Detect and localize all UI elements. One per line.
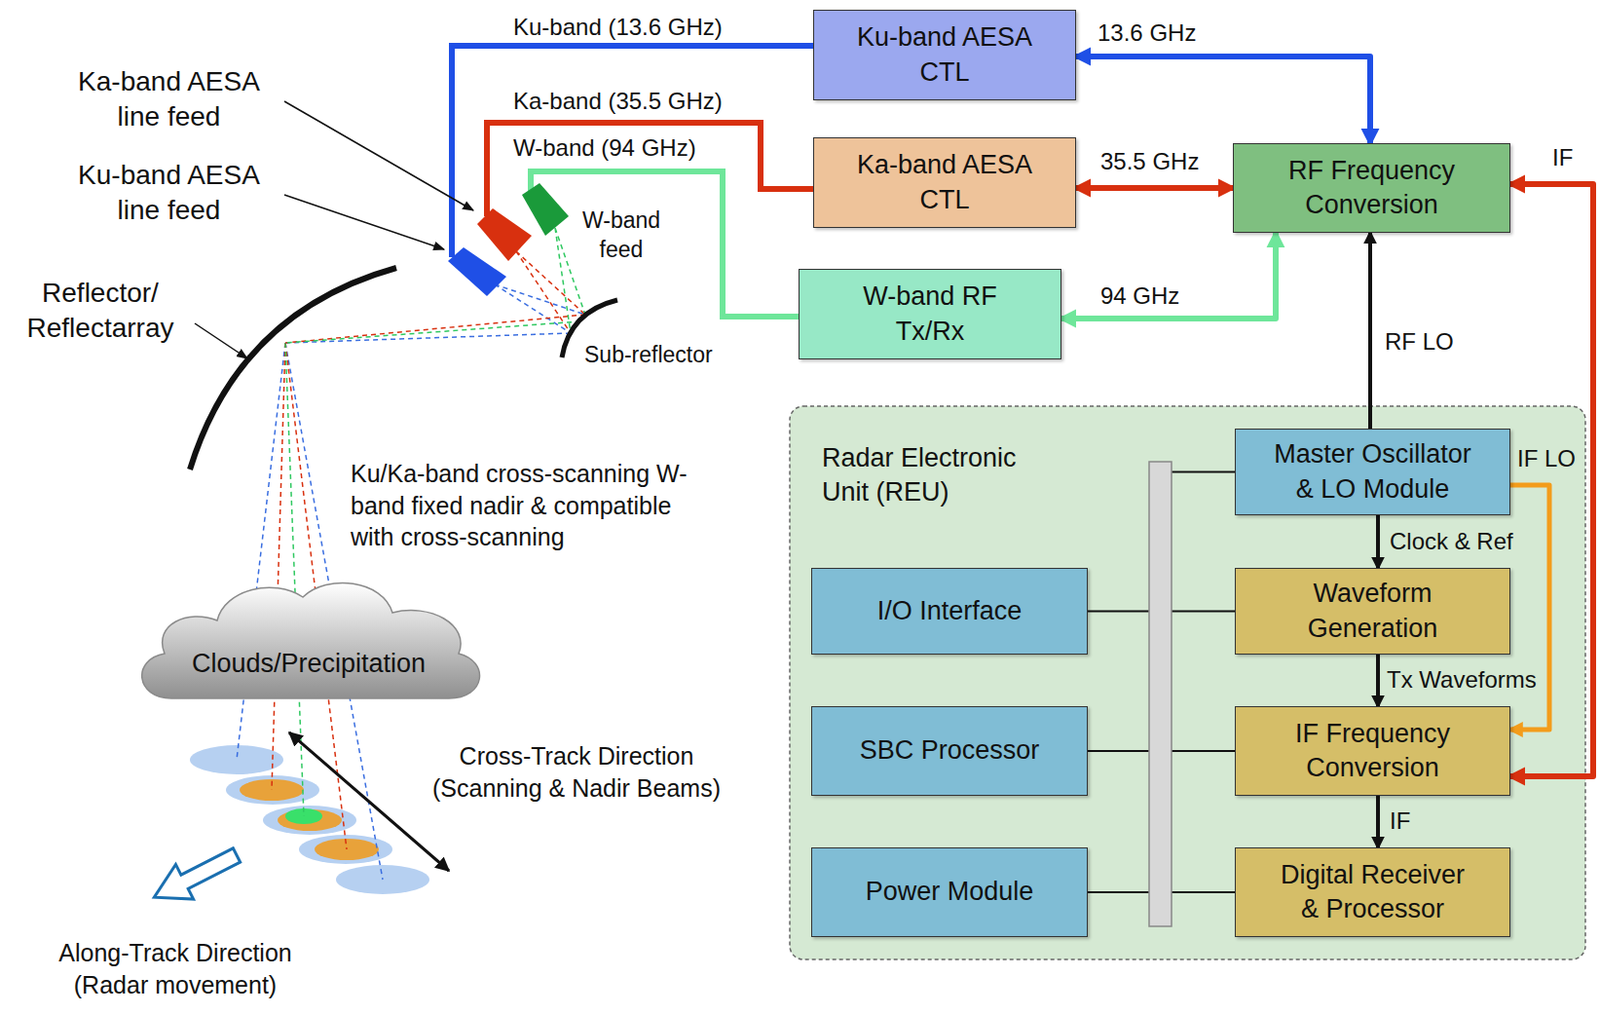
bus-wire	[1087, 891, 1150, 894]
line-label: W-band (94 GHz)	[513, 132, 697, 163]
sub-reflector-label: Sub-reflector	[584, 340, 713, 371]
ka-feed-horn	[477, 208, 532, 261]
signal-label: 94 GHz	[1100, 280, 1180, 311]
w-feed-line	[530, 171, 799, 317]
signal-connector	[1061, 232, 1276, 319]
signal-connector	[1376, 515, 1380, 568]
signal-connector	[1376, 654, 1380, 707]
feed-label: Ka-band AESA line feed	[64, 64, 274, 136]
footprint	[225, 775, 320, 805]
node-text: W-band RF Tx/Rx	[845, 279, 1016, 348]
conversion-box: RF Frequency Conversion	[1232, 143, 1511, 233]
signal-label: 13.6 GHz	[1097, 17, 1196, 48]
signal-label: Tx Waveforms	[1386, 664, 1537, 695]
signal-connector	[1368, 232, 1373, 429]
bus-wire	[1171, 471, 1235, 474]
module-box: I/O Interface	[811, 567, 1088, 655]
signal-label: Clock & Ref	[1389, 525, 1514, 557]
signal-connector	[1076, 56, 1371, 144]
bus-wire	[1171, 610, 1235, 613]
signal-label: 35.5 GHz	[1100, 146, 1199, 177]
node-text: Digital Receiver & Processor	[1271, 857, 1475, 927]
signal-connector	[1076, 185, 1233, 191]
ray	[285, 251, 586, 343]
reflector-label: Reflector/ Reflectarray	[7, 275, 193, 347]
bus-wire	[1087, 610, 1150, 613]
module-box: Waveform Generation	[1234, 567, 1511, 655]
node-text: Ku-band AESA CTL	[847, 20, 1042, 89]
controller-box: Ku-band AESA CTL	[813, 9, 1077, 101]
module-box: Power Module	[811, 847, 1088, 937]
module-box: SBC Processor	[811, 706, 1088, 796]
transceiver-box: W-band RF Tx/Rx	[798, 268, 1062, 360]
signal-label: IF LO	[1517, 443, 1576, 474]
signal-label: IF	[1552, 142, 1573, 173]
leader-line	[284, 194, 445, 250]
signal-connector	[1510, 484, 1550, 730]
line-label: Ku-band (13.6 GHz)	[513, 11, 723, 42]
footprint	[189, 744, 284, 775]
leader-line	[284, 101, 474, 211]
node-text: Power Module	[827, 874, 1072, 909]
cross-track-arrow	[289, 732, 449, 871]
beam	[285, 342, 304, 817]
node-text: Radar Electronic Unit (REU)	[821, 406, 1044, 510]
line-label: Ka-band (35.5 GHz)	[513, 85, 723, 116]
node-text: Waveform Generation	[1275, 576, 1471, 645]
node-text: Master Oscillator & LO Module	[1266, 437, 1480, 506]
scan-note: Ku/Ka-band cross-scanning W-band fixed n…	[350, 457, 721, 554]
module-box: IF Frequency Conversion	[1234, 706, 1511, 796]
footprints	[189, 744, 430, 894]
bus-wire	[1087, 749, 1150, 752]
feed-label: W-band feed	[572, 206, 670, 265]
direction-label: Along-Track Direction (Radar movement)	[34, 936, 317, 1001]
module-box: Master Oscillator & LO Module	[1234, 428, 1511, 516]
ray	[285, 227, 586, 343]
module-box: Digital Receiver & Processor	[1234, 847, 1511, 937]
bus-wire	[1171, 749, 1235, 752]
node-text: RF Frequency Conversion	[1250, 153, 1494, 223]
node-text: Clouds/Precipitation	[162, 646, 455, 681]
cloud-shape-node: Clouds/Precipitation	[127, 569, 490, 707]
footprint	[277, 809, 342, 831]
node-text: IF Frequency Conversion	[1256, 716, 1490, 785]
signal-connector	[1376, 795, 1380, 848]
node-text: SBC Processor	[827, 733, 1072, 768]
footprint	[262, 805, 357, 835]
controller-box: Ka-band AESA CTL	[813, 137, 1077, 228]
cloud-shape	[127, 569, 490, 707]
unit-panel-ground	[789, 406, 1586, 960]
signal-label: RF LO	[1384, 326, 1454, 357]
ku-feed-horn	[447, 247, 507, 297]
signal-label: IF	[1389, 805, 1411, 836]
node-text: Ka-band AESA CTL	[847, 148, 1042, 217]
leader-line	[194, 323, 248, 359]
along-track-arrow	[145, 837, 246, 915]
node-text: I/O Interface	[827, 594, 1072, 629]
reflector	[189, 267, 397, 470]
bus-wire	[1171, 891, 1235, 894]
direction-label: Cross-Track Direction (Scanning & Nadir …	[420, 740, 733, 804]
feed-label: Ku-band AESA line feed	[64, 157, 274, 229]
bus-bar	[1149, 461, 1172, 927]
w-feed-horn	[521, 183, 569, 236]
